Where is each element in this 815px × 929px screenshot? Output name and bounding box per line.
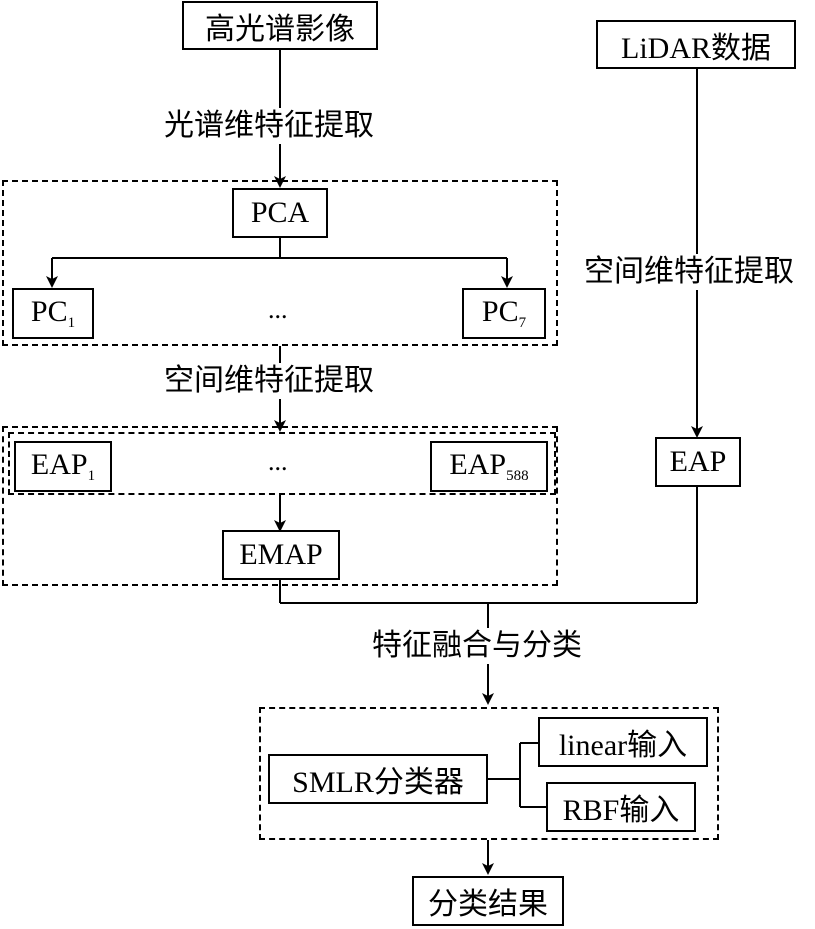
eap-last-label: EAP588	[449, 448, 529, 484]
spatial-extraction-left-label: 空间维特征提取	[162, 363, 376, 399]
pc-first-node: PC1	[12, 288, 94, 339]
pc-ellipsis: ...	[268, 295, 288, 324]
eap-last-node: EAP588	[430, 441, 548, 492]
eap-outer-group	[2, 426, 558, 586]
smlr-label: SMLR分类器	[292, 766, 464, 799]
linear-input-label: linear输入	[558, 729, 688, 762]
lidar-label: LiDAR数据	[621, 31, 771, 65]
smlr-group	[259, 707, 719, 840]
result-node: 分类结果	[412, 876, 564, 926]
pc-first-label: PC1	[30, 295, 76, 331]
fusion-classification-label: 特征融合与分类	[370, 628, 584, 664]
lidar-node: LiDAR数据	[596, 20, 796, 69]
eap-row-group	[8, 432, 556, 495]
hsi-node: 高光谱影像	[182, 1, 378, 50]
eap-first-node: EAP1	[14, 441, 112, 492]
emap-node: EMAP	[222, 530, 340, 580]
eap-ellipsis: ...	[268, 447, 288, 476]
spatial-extraction-right-label: 空间维特征提取	[582, 254, 796, 290]
eap-lidar-node: EAP	[655, 437, 741, 487]
eap-first-label: EAP1	[30, 448, 96, 484]
eap-lidar-label: EAP	[669, 445, 727, 478]
pca-label: PCA	[250, 196, 310, 229]
spectral-extraction-label: 光谱维特征提取	[162, 108, 376, 144]
rbf-input-node: RBF输入	[546, 782, 696, 832]
emap-label: EMAP	[239, 538, 323, 571]
hsi-label: 高光谱影像	[205, 12, 355, 46]
pc-last-node: PC7	[462, 288, 546, 339]
pc-last-label: PC7	[481, 295, 527, 331]
pca-group	[2, 180, 558, 346]
linear-input-node: linear输入	[538, 717, 708, 767]
result-label: 分类结果	[428, 888, 548, 921]
pca-node: PCA	[232, 188, 328, 238]
rbf-input-label: RBF输入	[562, 794, 680, 827]
smlr-node: SMLR分类器	[268, 754, 488, 804]
